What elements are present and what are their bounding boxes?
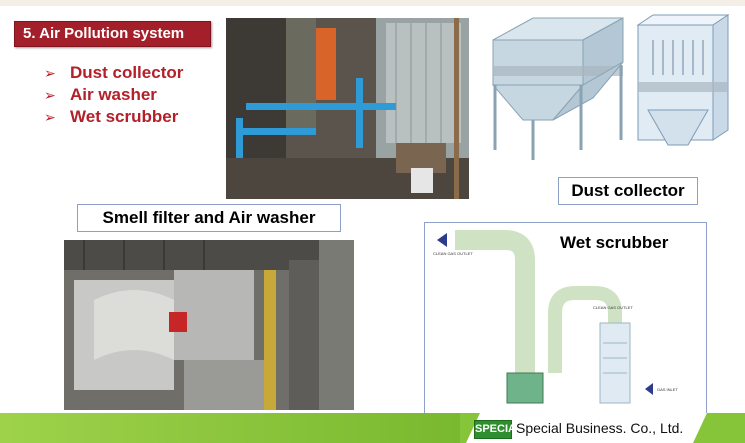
list-item: ➢ Dust collector [44,62,183,84]
footer-gradient [0,413,460,443]
clean-gas-outlet-label: CLEAN GAS OUTLET [433,251,473,256]
bullet-list: ➢ Dust collector ➢ Air washer ➢ Wet scru… [44,62,183,128]
company-name: Special Business. Co., Ltd. [516,420,684,436]
section-title: 5. Air Pollution system [14,21,211,47]
air-washer-photo [64,240,354,410]
bullet-text: Wet scrubber [70,107,179,126]
bullet-text: Dust collector [70,63,184,82]
dust-collector-label: Dust collector [558,177,698,205]
arrow-bullet-icon: ➢ [44,86,56,103]
section-title-text: 5. Air Pollution system [23,25,185,42]
gas-inlet-label: GAS INLET [657,387,678,392]
arrow-bullet-icon: ➢ [44,108,56,125]
arrow-bullet-icon: ➢ [44,64,56,81]
top-bar [0,0,745,6]
dust-collector-illustration [473,10,743,170]
list-item: ➢ Wet scrubber [44,106,183,128]
bullet-text: Air washer [70,85,157,104]
company-logo: SPECIAL [474,420,523,439]
clean-gas-outlet-label-2: CLEAN GAS OUTLET [593,305,633,310]
factory-photo [226,18,469,199]
smell-filter-label: Smell filter and Air washer [77,204,341,232]
wet-scrubber-label: Wet scrubber [560,233,669,252]
wet-scrubber-diagram: Wet scrubber CLEAN GAS OUTLET CLEAN GAS … [424,222,707,417]
list-item: ➢ Air washer [44,84,183,106]
